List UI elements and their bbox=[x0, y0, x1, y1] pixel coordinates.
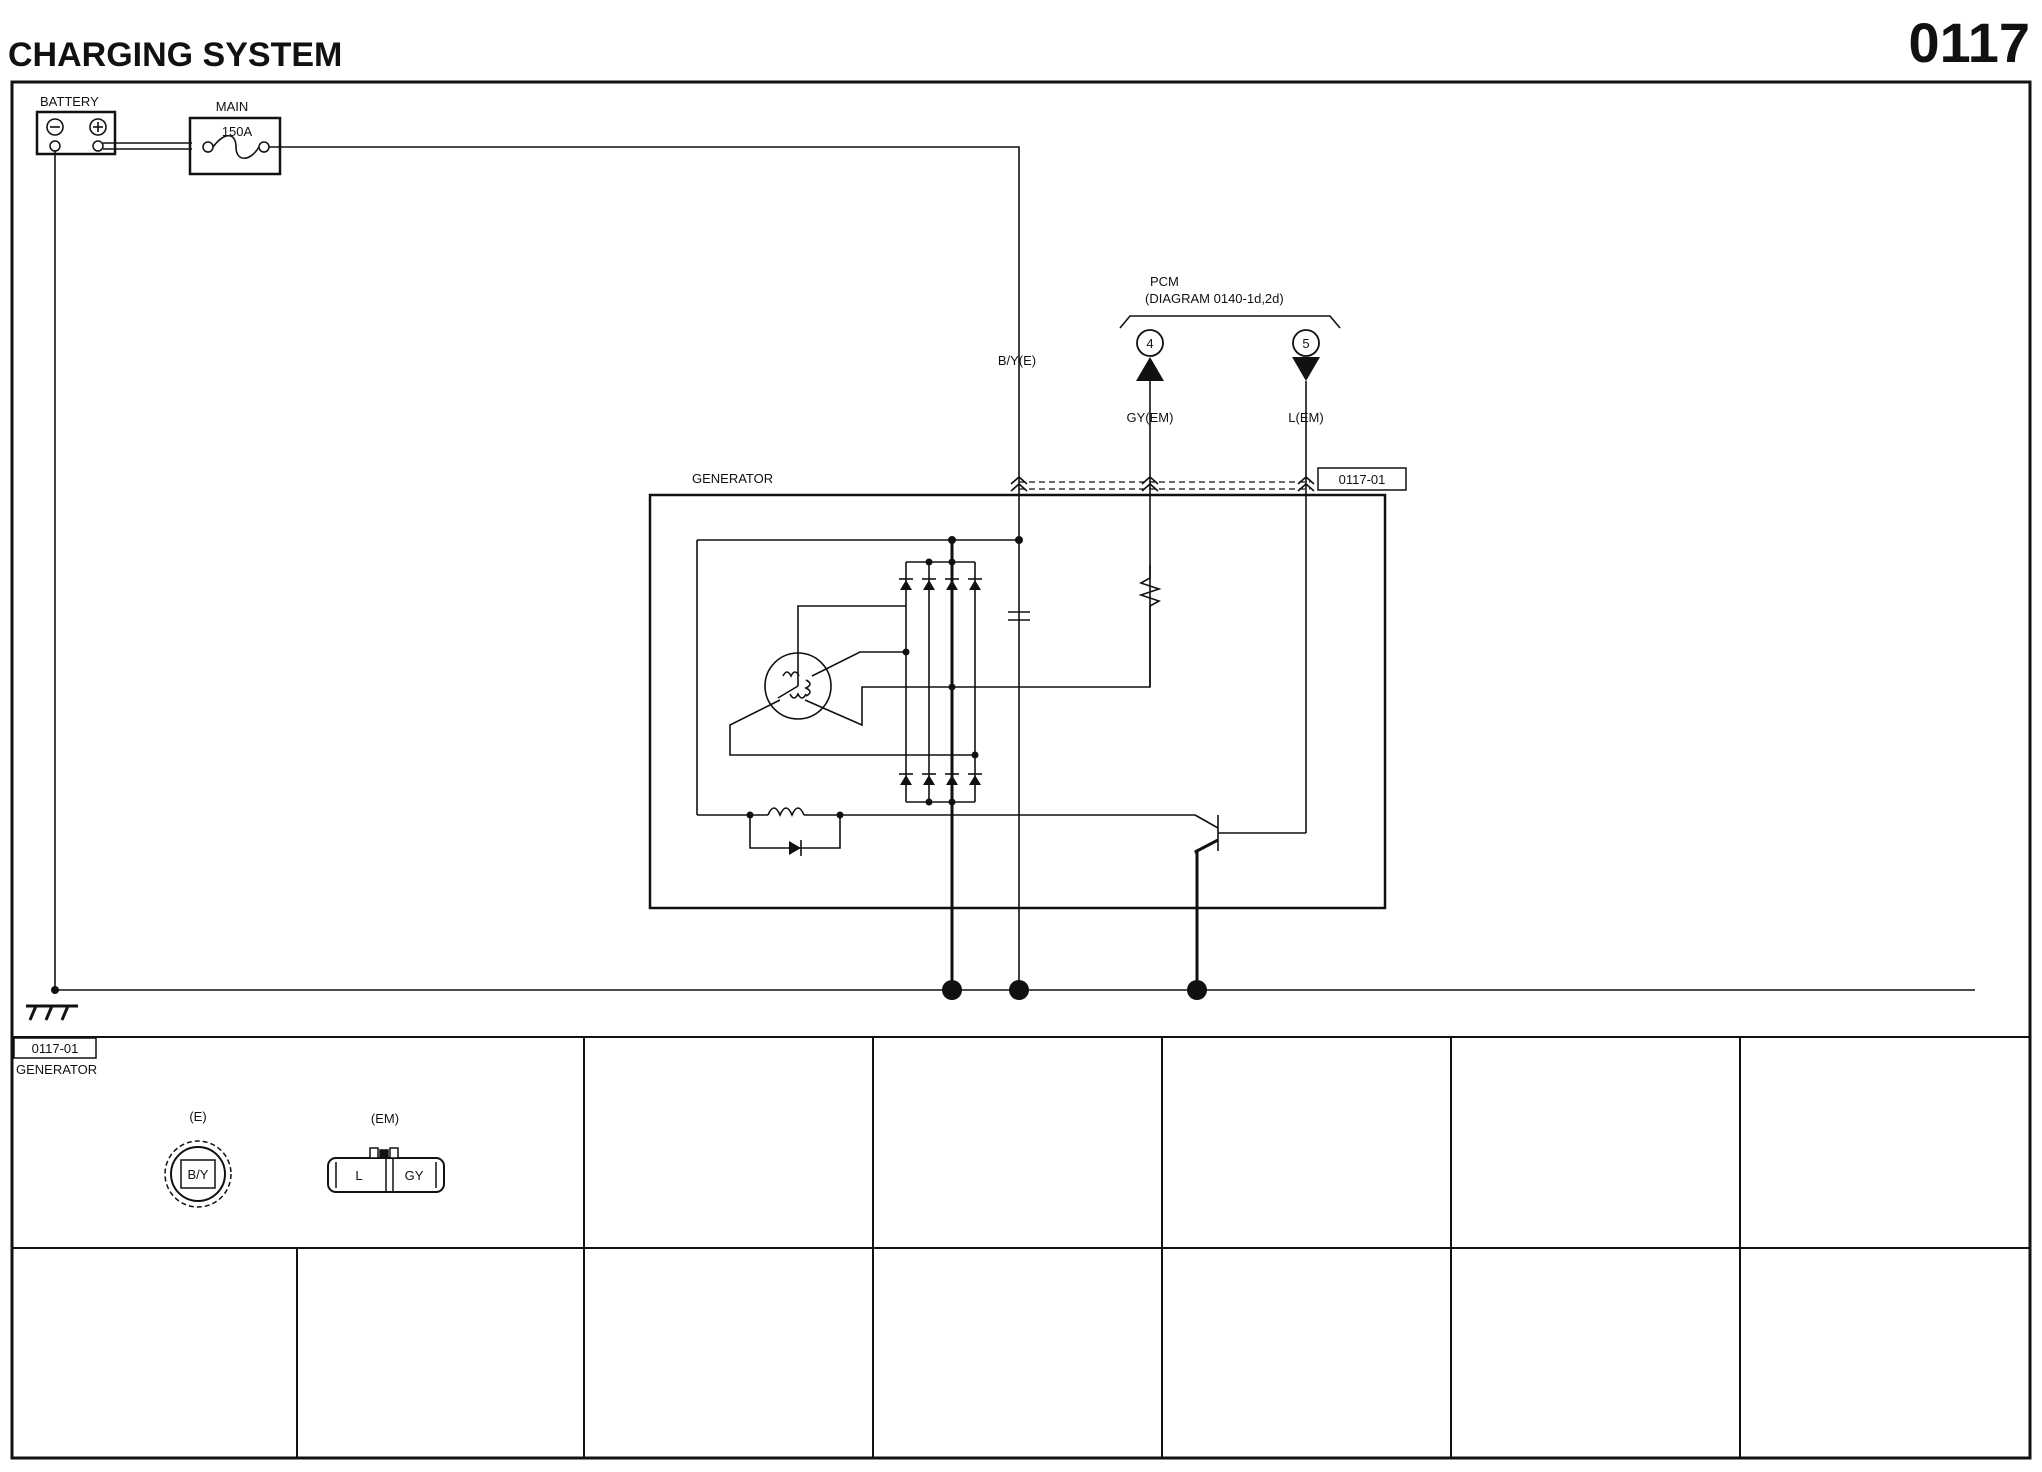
panel-connector-name: GENERATOR bbox=[16, 1062, 97, 1077]
connector-e-icon bbox=[164, 1140, 232, 1208]
diode-icon bbox=[922, 578, 936, 590]
ground-node-2 bbox=[1009, 980, 1029, 1000]
battery-body bbox=[35, 110, 117, 156]
ground-junction bbox=[51, 986, 59, 994]
fuse-element-icon bbox=[212, 134, 260, 160]
transistor-icon bbox=[1194, 814, 1306, 985]
pcm-pin-4-label: 4 bbox=[1146, 336, 1153, 351]
ground-node-3 bbox=[1187, 980, 1207, 1000]
connector-e-label: (E) bbox=[189, 1109, 206, 1124]
connector-0117-01: 0117-01 bbox=[1010, 467, 1407, 492]
generator-label: GENERATOR bbox=[692, 471, 773, 486]
diode-icon bbox=[899, 773, 913, 785]
input-arrow-icon bbox=[1136, 357, 1164, 381]
diode-icon bbox=[945, 578, 959, 590]
fuse-terminal-right bbox=[258, 141, 270, 153]
diode-icon bbox=[968, 773, 982, 785]
wire-label-gy: GY(EM) bbox=[1127, 410, 1174, 425]
outer-frame bbox=[10, 80, 2032, 1460]
connector-em-pin-l: L bbox=[355, 1168, 362, 1183]
diode-icon bbox=[922, 773, 936, 785]
wire-by-main bbox=[269, 146, 1020, 985]
connector-chevron-icon bbox=[1010, 475, 1028, 492]
generator: GENERATOR bbox=[648, 471, 1387, 985]
connector-em-pin-gy: GY bbox=[405, 1168, 424, 1183]
fuse-body bbox=[188, 116, 282, 176]
battery: BATTERY bbox=[35, 94, 117, 156]
battery-neg-terminal bbox=[49, 140, 61, 152]
fuse-label: MAIN bbox=[216, 99, 249, 114]
connector-chevron-icon bbox=[1297, 475, 1315, 492]
connector-em-icon bbox=[327, 1147, 445, 1193]
page-title: CHARGING SYSTEM bbox=[8, 36, 342, 74]
rotor-coil-icon bbox=[767, 807, 805, 818]
wire-label-by: B/Y(E) bbox=[998, 353, 1036, 368]
stator-neutral bbox=[729, 699, 975, 756]
pcm-pin-5-label: 5 bbox=[1302, 336, 1309, 351]
connector-em-label: (EM) bbox=[371, 1111, 399, 1126]
pcm-bracket bbox=[1119, 315, 1341, 329]
field-diode-loop bbox=[749, 815, 841, 849]
connector-e-pin: B/Y bbox=[188, 1167, 209, 1182]
junction bbox=[1015, 536, 1023, 544]
diode-icon bbox=[899, 578, 913, 590]
connector-panel: 0117-01 GENERATOR (E) B/Y (EM) L GY bbox=[12, 1037, 2030, 1458]
ground-node-1 bbox=[942, 980, 962, 1000]
ground-icon bbox=[26, 1004, 78, 1021]
panel-ref-box bbox=[13, 1037, 97, 1059]
pcm-label: PCM bbox=[1150, 274, 1179, 289]
battery-label: BATTERY bbox=[40, 94, 99, 109]
pcm-pin-5 bbox=[1292, 329, 1320, 357]
output-arrow-icon bbox=[1292, 357, 1320, 381]
battery-pos-terminal bbox=[92, 140, 104, 152]
battery-negative-icon bbox=[46, 118, 64, 136]
pcm: PCM (DIAGRAM 0140-1d,2d) 4 5 bbox=[1119, 274, 1341, 381]
page-number: 0117 bbox=[1909, 11, 2031, 74]
battery-positive-icon bbox=[89, 118, 107, 136]
pcm-ref: (DIAGRAM 0140-1d,2d) bbox=[1145, 291, 1284, 306]
connector-ref-label: 0117-01 bbox=[1339, 472, 1386, 487]
generator-body bbox=[648, 493, 1387, 910]
wire-label-l: L(EM) bbox=[1288, 410, 1323, 425]
panel-ref: 0117-01 bbox=[32, 1041, 79, 1056]
diode-icon bbox=[945, 773, 959, 785]
resistor-icon bbox=[1138, 565, 1162, 687]
diode-bridge bbox=[899, 540, 982, 985]
connector-chevron-icon bbox=[1141, 475, 1159, 492]
diode-icon bbox=[968, 578, 982, 590]
main-fuse: MAIN 150A bbox=[188, 99, 282, 176]
stator-phase-a bbox=[797, 605, 906, 686]
connector-ref-box bbox=[1317, 467, 1407, 491]
fuse-terminal-left bbox=[202, 141, 214, 153]
pcm-pin-4 bbox=[1136, 329, 1164, 357]
flyback-diode-icon bbox=[789, 840, 802, 856]
stator-phase-b bbox=[811, 651, 906, 677]
capacitor-icon bbox=[1008, 611, 1030, 621]
